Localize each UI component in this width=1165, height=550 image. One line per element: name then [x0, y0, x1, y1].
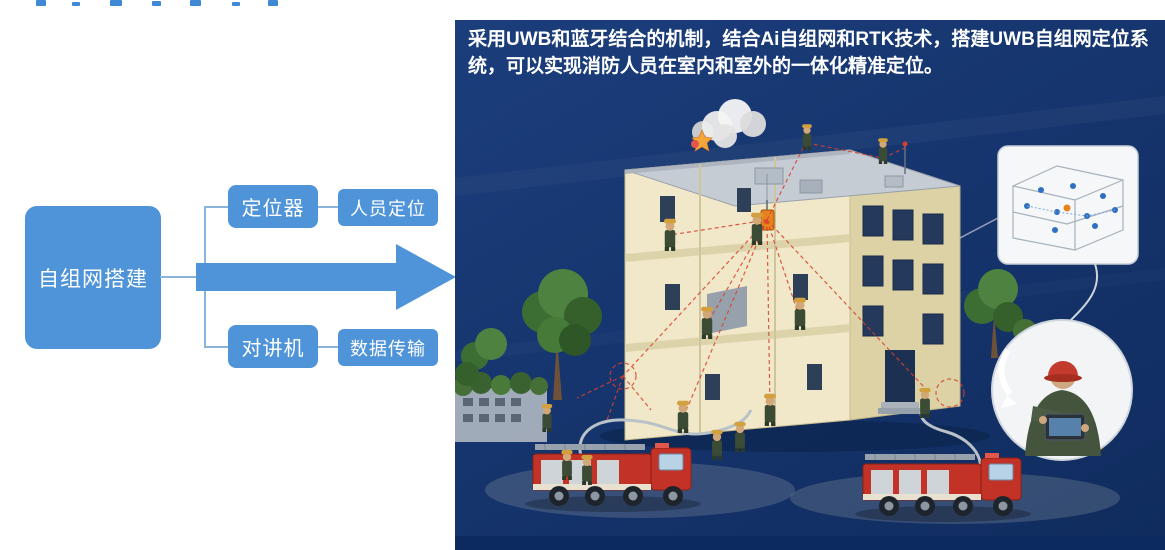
connector-root — [160, 276, 206, 278]
connector-branch-top — [204, 206, 230, 208]
panel-description: 采用UWB和蓝牙结合的机制，结合Ai自组网和RTK技术，搭建UWB自组网定位系统… — [468, 29, 1149, 77]
left-wall — [455, 372, 548, 442]
smoke-cloud — [692, 99, 766, 148]
branch-node-walkie-talkie: 对讲机 — [228, 325, 318, 368]
positioning-links — [576, 139, 965, 421]
root-node-self-network: 自组网搭建 — [25, 206, 161, 349]
fire-rescue-scene-illustration — [455, 99, 1139, 524]
connector-branch-bottom — [204, 346, 230, 348]
connector-talkie-result — [318, 346, 338, 348]
branch-node-locator: 定位器 — [228, 185, 318, 228]
inset-commander-tablet — [991, 319, 1133, 461]
big-right-arrow-icon — [196, 244, 456, 310]
trees-left — [455, 269, 602, 400]
illustration-panel: 采用UWB和蓝牙结合的机制，结合Ai自组网和RTK技术，搭建UWB自组网定位系统… — [455, 20, 1165, 550]
building — [624, 141, 961, 441]
fire-truck-right-icon — [855, 453, 1031, 522]
fire-truck-left-icon — [525, 443, 701, 512]
inset-floorplan — [959, 145, 1139, 323]
panel-footer-strip — [455, 536, 1165, 550]
result-node-personnel-positioning: 人员定位 — [338, 189, 438, 226]
result-node-data-transmission: 数据传输 — [338, 329, 438, 366]
connector-locator-result — [318, 206, 338, 208]
fire-spark-icon — [691, 129, 713, 152]
